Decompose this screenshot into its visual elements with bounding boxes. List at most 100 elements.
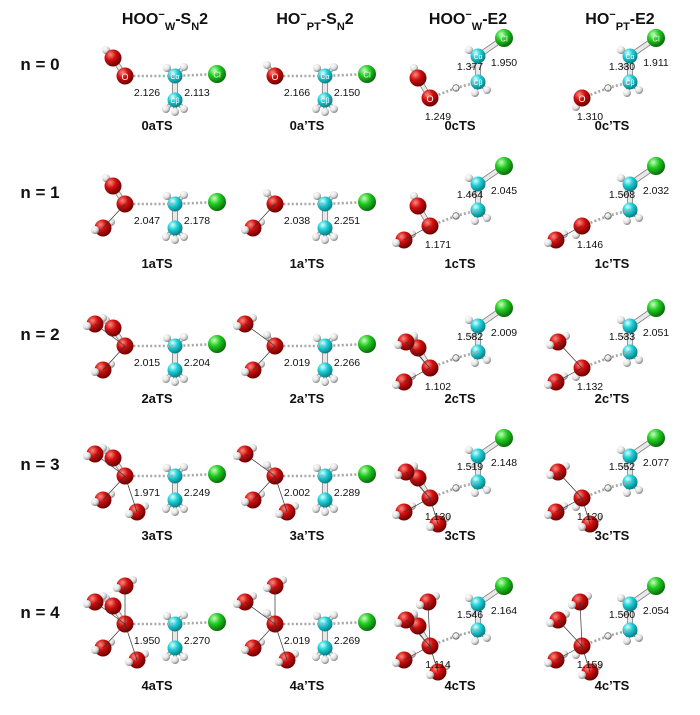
hydrogen-atom xyxy=(623,217,631,225)
carbon-chlorine-distance: 2.269 xyxy=(334,635,360,647)
hydrogen-atom xyxy=(312,233,320,241)
hydrogen-bond xyxy=(102,475,126,501)
structure-name: 3cTS xyxy=(444,528,475,543)
hydrogen-atom xyxy=(171,378,179,386)
chlorine-label: Cl xyxy=(500,35,508,44)
hydrogen-oxygen-distance: 1.130 xyxy=(425,511,451,523)
chlorine-label: Cl xyxy=(363,71,371,80)
oxygen-atom xyxy=(104,177,122,195)
hydrogen-bond xyxy=(427,601,431,647)
hydrogen-atom xyxy=(241,226,249,234)
chlorine-label: Cl xyxy=(213,71,221,80)
carbon-beta-label: Cβ xyxy=(170,98,179,105)
hydrogen-atom xyxy=(330,463,338,471)
forming-bond xyxy=(581,486,609,500)
hydrogen-atom xyxy=(546,471,554,479)
hydrogen-atom xyxy=(180,105,188,113)
hydrogen-bond xyxy=(252,623,276,649)
hydrogen-atom xyxy=(162,105,170,113)
transferring-hydrogen-atom xyxy=(452,484,460,492)
hydrogen-atom xyxy=(483,486,491,494)
hydrogen-atom xyxy=(330,63,338,71)
structure-name: 1a’TS xyxy=(290,256,325,271)
hydrogen-atom xyxy=(233,322,241,330)
carbon-hydrogen-distance: 1.519 xyxy=(457,461,483,473)
hydrogen-atom xyxy=(241,646,249,654)
hydrogen-bond xyxy=(252,475,276,501)
hydrogen-atom xyxy=(568,601,576,609)
hydrogen-bond xyxy=(274,475,288,513)
nucleophile-carbon-distance: 2.015 xyxy=(134,357,160,369)
carbon-atom xyxy=(470,176,486,192)
hydrogen-bond xyxy=(557,341,583,369)
hydrogen-atom xyxy=(617,594,625,602)
hydrogen-atom xyxy=(263,609,271,617)
carbon-chlorine-distance: 2.113 xyxy=(184,87,210,99)
hydrogen-atom xyxy=(321,236,329,244)
hydrogen-atom xyxy=(275,510,283,518)
hydrogen-atom xyxy=(392,381,400,389)
transferring-hydrogen-atom xyxy=(452,212,460,220)
carbon-atom xyxy=(167,68,183,84)
hydrogen-atom xyxy=(313,464,321,472)
hydrogen-oxygen-distance: 1.249 xyxy=(425,111,451,123)
hydrogen-atom xyxy=(471,489,479,497)
hydrogen-bond xyxy=(405,341,431,369)
hydrogen-atom xyxy=(313,64,321,72)
hydrogen-atom xyxy=(330,333,338,341)
hydrogen-atom xyxy=(544,239,552,247)
nucleophile-carbon-distance: 2.019 xyxy=(284,357,310,369)
hydrogen-atom xyxy=(263,61,271,69)
hydrogen-atom xyxy=(471,637,479,645)
nucleophile-carbon-distance: 2.038 xyxy=(284,215,310,227)
hydrogen-atom xyxy=(91,498,99,506)
structure-name: 3aTS xyxy=(141,528,172,543)
row-label-n3: n = 3 xyxy=(20,455,59,474)
chlorine-atom xyxy=(208,465,226,483)
row-label-n1: n = 1 xyxy=(20,183,59,202)
carbon-chlorine-distance: 2.045 xyxy=(491,185,517,197)
hydrogen-atom xyxy=(635,356,643,364)
hydrogen-atom xyxy=(617,316,625,324)
chlorine-atom xyxy=(647,299,665,317)
oxygen-atom xyxy=(421,89,439,107)
carbon-chlorine-distance: 2.270 xyxy=(184,635,210,647)
hydrogen-atom xyxy=(321,378,329,386)
structure-name: 0c’TS xyxy=(595,118,630,133)
hydrogen-atom xyxy=(394,471,402,479)
chlorine-atom xyxy=(208,65,226,83)
hydrogen-atom xyxy=(180,63,188,71)
hydrogen-atom xyxy=(91,646,99,654)
hydrogen-atom xyxy=(180,333,188,341)
chlorine-atom xyxy=(208,335,226,353)
hydrogen-atom xyxy=(330,611,338,619)
chlorine-atom xyxy=(647,429,665,447)
hydrogen-oxygen-distance: 1.310 xyxy=(577,111,603,123)
transferring-hydrogen-atom xyxy=(452,354,460,362)
structure-name: 4cTS xyxy=(444,678,475,693)
hydrogen-atom xyxy=(426,523,434,531)
hydrogen-atom xyxy=(394,619,402,627)
hydrogen-atom xyxy=(163,192,171,200)
carbon-chlorine-distance: 1.911 xyxy=(643,57,669,69)
hydrogen-atom xyxy=(312,505,320,513)
chlorine-atom xyxy=(358,335,376,353)
hydrogen-atom xyxy=(180,375,188,383)
hydrogen-atom xyxy=(162,375,170,383)
carbon-atom xyxy=(622,448,638,464)
structure-name: 1cTS xyxy=(444,256,475,271)
oxygen-label: O xyxy=(121,72,128,82)
hydrogen-atom xyxy=(313,192,321,200)
oxygen-atom xyxy=(104,449,122,467)
hydrogen-atom xyxy=(578,523,586,531)
carbon-chlorine-distance: 2.204 xyxy=(184,357,210,369)
hydrogen-atom xyxy=(330,105,338,113)
carbon-chlorine-distance: 2.164 xyxy=(491,605,517,617)
carbon-hydrogen-distance: 1.464 xyxy=(457,189,483,201)
